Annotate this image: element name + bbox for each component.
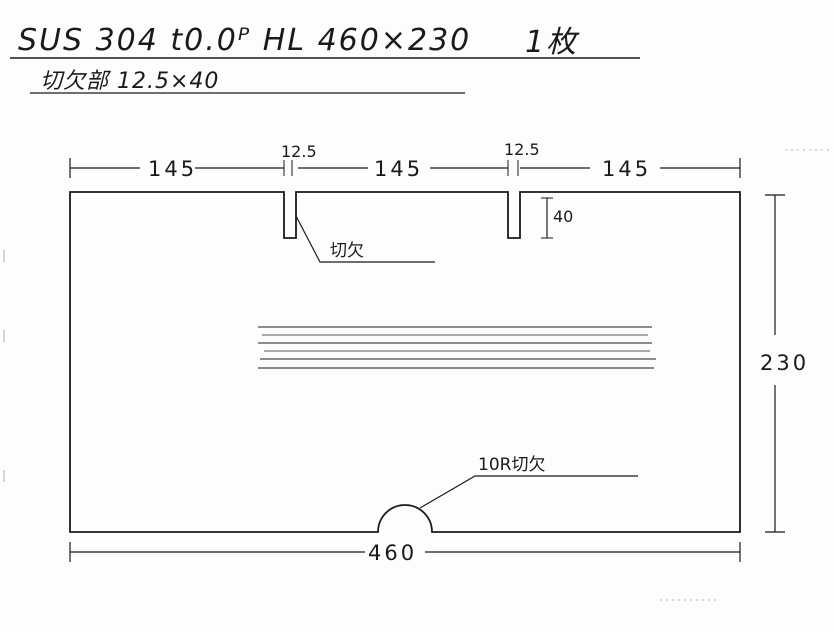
dim-notch-width-right: 12.5 xyxy=(504,140,540,159)
top-dimension xyxy=(69,158,741,178)
dim-left-segment: 145 xyxy=(148,157,197,181)
notch-label: 切欠 xyxy=(330,241,364,261)
radius-cut-label: 10R切欠 xyxy=(478,455,545,475)
dim-notch-width-left: 12.5 xyxy=(281,142,317,161)
width-dimension xyxy=(69,542,741,562)
dim-height: 230 xyxy=(760,351,809,375)
material-spec-text: SUS 304 t0.0ᴾ HL 460×230 xyxy=(18,23,471,58)
notch-leader xyxy=(295,215,435,263)
dim-notch-depth: 40 xyxy=(553,207,573,226)
dim-width: 460 xyxy=(368,541,417,565)
cut-spec-text: 切欠部 12.5×40 xyxy=(40,69,219,94)
hairline-finish-lines xyxy=(258,326,656,369)
dim-right-segment: 145 xyxy=(602,157,651,181)
radius-leader xyxy=(419,475,638,509)
dim-middle-segment: 145 xyxy=(374,157,423,181)
paper-artifacts xyxy=(3,149,830,601)
plate-outline xyxy=(69,191,741,533)
notch-depth-dimension xyxy=(541,197,553,239)
height-dimension xyxy=(765,194,785,533)
quantity-text: 1枚 xyxy=(525,25,580,60)
